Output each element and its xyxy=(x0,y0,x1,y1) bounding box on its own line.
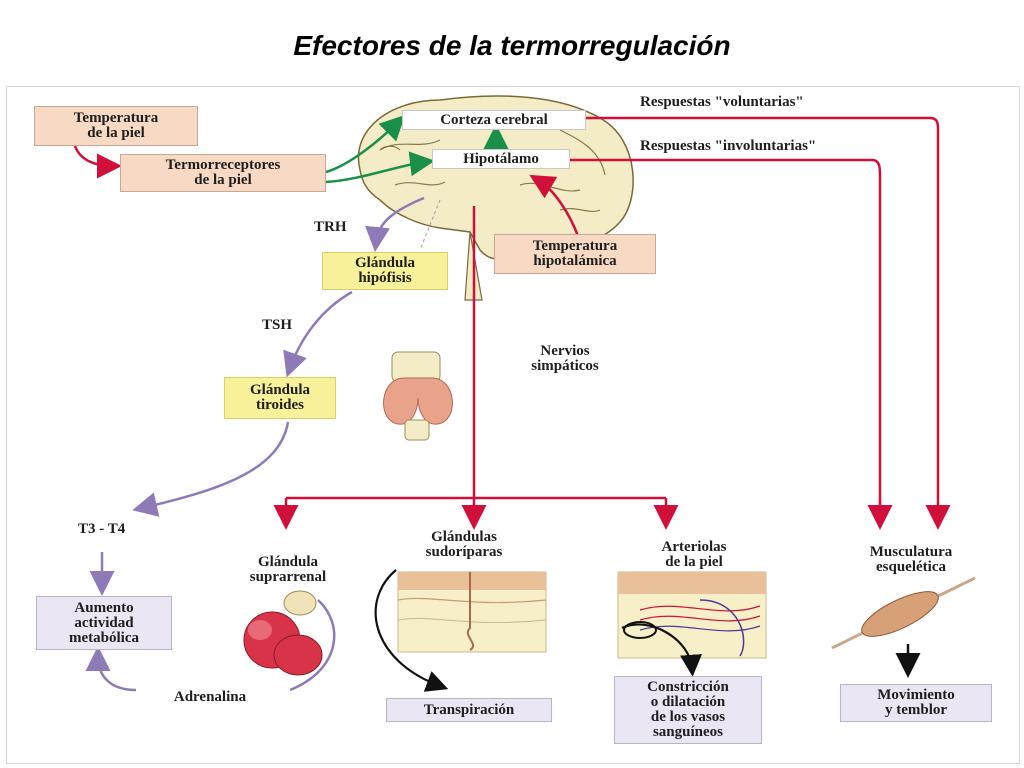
box-temperatura-piel: Temperatura de la piel xyxy=(34,106,198,146)
box-hipotalamo: Hipotálamo xyxy=(432,149,570,169)
label-respuestas-voluntarias: Respuestas "voluntarias" xyxy=(640,94,804,110)
label-glandulas-sudoriparas: Glándulas sudoríparas xyxy=(425,529,503,560)
box-constriccion-dilatacion: Constricción o dilatación de los vasos s… xyxy=(614,676,762,744)
label-respuestas-involuntarias: Respuestas "involuntarias" xyxy=(640,138,817,154)
adrenal-gland-illustration xyxy=(243,590,323,676)
label-trh: TRH xyxy=(314,219,347,235)
thyroid-illustration xyxy=(383,351,453,441)
box-movimiento-temblor: Movimiento y temblor xyxy=(840,684,992,722)
skeletal-muscle-illustration xyxy=(831,576,976,650)
label-musculatura-esqueletica: Musculatura esquelética xyxy=(869,544,953,575)
box-corteza-cerebral: Corteza cerebral xyxy=(402,110,586,130)
box-aumento-actividad-metabolica: Aumento actividad metabólica xyxy=(36,596,172,650)
label-nervios-simpaticos: Nervios simpáticos xyxy=(531,343,599,374)
label-t3-t4: T3 - T4 xyxy=(78,521,126,537)
brain-shape xyxy=(357,95,634,260)
label-glandula-suprarrenal: Glándula suprarrenal xyxy=(249,554,327,585)
label-arteriolas-piel: Arteriolas de la piel xyxy=(661,539,727,570)
arterioles-skin-section xyxy=(617,571,767,659)
box-termorreceptores: Termorreceptores de la piel xyxy=(120,154,326,192)
box-glandula-hipofisis: Glándula hipófisis xyxy=(322,252,448,290)
box-glandula-tiroides: Glándula tiroides xyxy=(224,377,336,419)
label-adrenalina: Adrenalina xyxy=(173,689,247,705)
box-transpiracion: Transpiración xyxy=(386,698,552,722)
slide-title: Efectores de la termorregulación xyxy=(293,30,731,61)
box-temperatura-hipotalamica: Temperatura hipotalámica xyxy=(494,234,656,274)
sweat-gland-skin-section xyxy=(397,571,547,653)
label-tsh: TSH xyxy=(262,317,293,333)
